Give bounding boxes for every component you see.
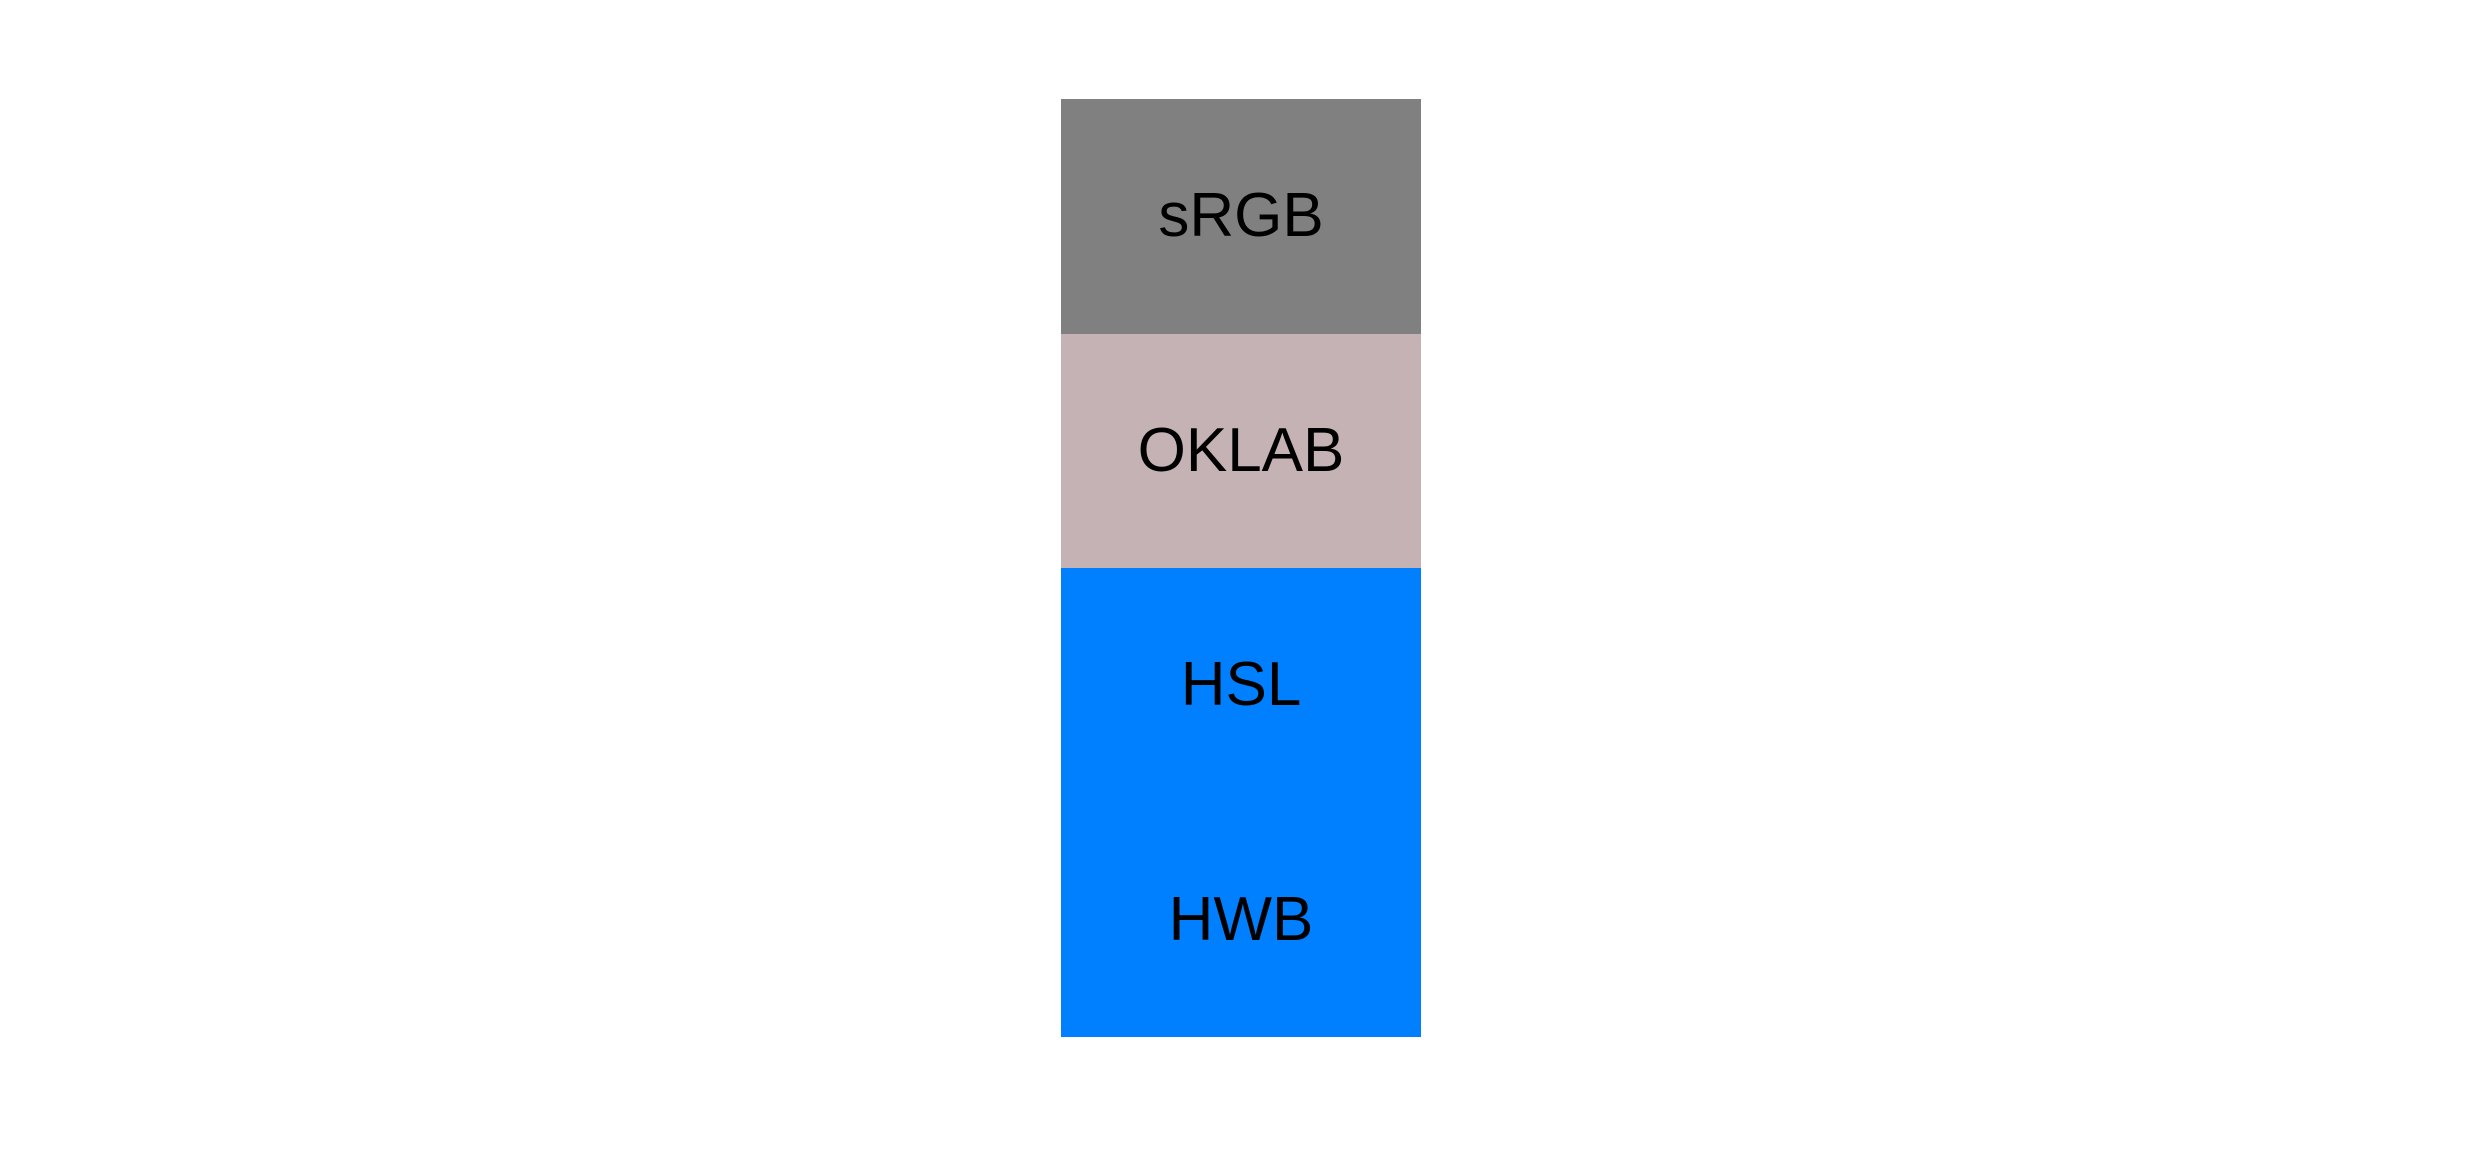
color-space-swatch-stack: sRGB OKLAB HSL HWB — [1061, 99, 1421, 1037]
swatch-oklab: OKLAB — [1061, 333, 1421, 568]
swatch-hwb: HWB — [1061, 802, 1421, 1037]
swatch-hsl-label: HSL — [1180, 650, 1302, 720]
swatch-oklab-label: OKLAB — [1137, 415, 1345, 485]
swatch-hwb-label: HWB — [1168, 884, 1314, 954]
swatch-srgb: sRGB — [1061, 99, 1421, 334]
swatch-hsl: HSL — [1061, 568, 1421, 803]
swatch-srgb-label: sRGB — [1158, 181, 1324, 251]
